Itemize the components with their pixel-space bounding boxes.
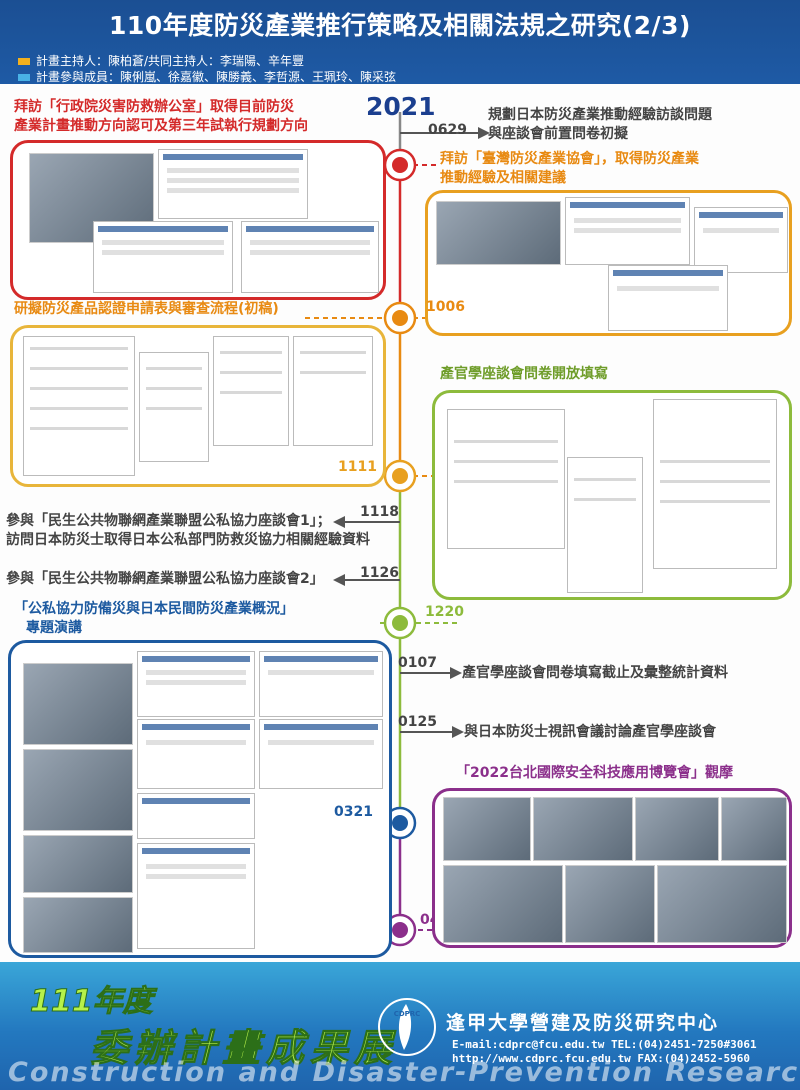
exhibit-year: 111年度: [30, 984, 154, 1020]
slide-association-2: [694, 207, 788, 273]
logo-text: CDPRC: [394, 1010, 421, 1018]
event-1006-text: 研擬防災產品認證申請表與審查流程(初稿): [14, 301, 279, 317]
member-marker: [18, 74, 30, 81]
member-text: 計畫參與成員：陳俐嵐、徐嘉徽、陳勝義、李哲源、王珮玲、陳采弦: [36, 70, 397, 84]
date-1006: 1006: [426, 299, 465, 315]
slide-report-3: [241, 221, 379, 293]
frame-0802-left: [10, 140, 386, 300]
expo-photo-3: [635, 797, 719, 861]
date-0125: 0125: [398, 714, 437, 730]
lecture-photo-1: [23, 663, 133, 745]
expo-photo-1: [443, 797, 531, 861]
event-1126-text: 參與「民生公共物聯網產業聯盟公私協力座談會2」: [6, 571, 324, 587]
date-1111: 1111: [338, 459, 377, 475]
lecture-photo-4: [23, 897, 133, 953]
questionnaire-page-3: [653, 399, 777, 569]
expo-photo-7: [657, 865, 787, 943]
frame-1111: [432, 390, 792, 600]
event-0125-text: 與日本防災士視訊會議討論產官學座談會: [464, 724, 716, 740]
lecture-slide-5: [137, 793, 255, 839]
review-doc: [213, 336, 289, 446]
slide-association-3: [608, 265, 728, 331]
lecture-photo-2: [23, 749, 133, 831]
date-1220: 1220: [425, 604, 464, 620]
footer: 111年度 委辦計畫成果展 CDPRC 逢甲大學營建及防災研究中心 E-mail…: [0, 962, 800, 1090]
association-photo: [436, 201, 561, 265]
questionnaire-page-1: [447, 409, 565, 549]
event-0802-left-text: 拜訪「行政院災害防救辦公室」取得目前防災 產業計畫推動方向認可及第三年試執行規劃…: [14, 99, 308, 134]
date-0321: 0321: [334, 804, 373, 820]
event-1220-text: 「公私協力防備災與日本民間防災產業概況」 專題演講: [14, 601, 294, 636]
lecture-slide-2: [259, 651, 383, 717]
center-name: 逢甲大學營建及防災研究中心: [446, 1012, 720, 1034]
header: 110年度防災產業推行策略及相關法規之研究(2/3) 計畫主持人：陳柏蒼/共同主…: [0, 0, 800, 84]
contact-email: E-mail:cdprc@fcu.edu.tw TEL:(04)2451-725…: [452, 1038, 757, 1051]
timeline-year: 2021: [366, 92, 436, 121]
date-0107: 0107: [398, 655, 437, 671]
lecture-slide-6: [137, 843, 255, 949]
leader-line: 計畫主持人：陳柏蒼/共同主持人：李瑞陽、辛年豐: [18, 52, 304, 69]
application-form-doc: [23, 336, 135, 476]
flowchart-doc: [293, 336, 373, 446]
cdprc-logo-icon: CDPRC: [378, 998, 436, 1056]
slide-report-2: [93, 221, 233, 293]
expo-photo-5: [443, 865, 563, 943]
frame-1006: [10, 325, 386, 487]
slide-report-1: [158, 149, 308, 219]
event-1111-text: 產官學座談會問卷開放填寫: [440, 366, 608, 382]
leader-text: 計畫主持人：陳柏蒼/共同主持人：李瑞陽、辛年豐: [36, 54, 305, 68]
event-0427-text: 「2022台北國際安全科技應用博覽會」觀摩: [456, 765, 733, 781]
frame-lecture: [8, 640, 392, 958]
frame-0427: [432, 788, 792, 948]
expo-photo-4: [721, 797, 787, 861]
lecture-slide-1: [137, 651, 255, 717]
slide-association-1: [565, 197, 690, 265]
event-0629-text: 規劃日本防災產業推動經驗訪談問題 與座談會前置問卷初擬: [488, 107, 712, 142]
lecture-slide-3: [137, 719, 255, 789]
contact-web: http://www.cdprc.fcu.edu.tw FAX:(04)2452…: [452, 1052, 751, 1065]
questionnaire-page-2: [567, 457, 643, 593]
leader-marker: [18, 58, 30, 65]
member-line: 計畫參與成員：陳俐嵐、徐嘉徽、陳勝義、李哲源、王珮玲、陳采弦: [18, 68, 396, 85]
form-doc-2: [139, 352, 209, 462]
expo-photo-2: [533, 797, 633, 861]
exhibit-name: 委辦計畫成果展: [89, 1026, 399, 1071]
footer-english-name: Construction and Disaster-Prevention Res…: [8, 1057, 800, 1088]
date-0629: 0629: [428, 122, 467, 138]
date-1118: 1118: [360, 504, 399, 520]
lecture-slide-4: [259, 719, 383, 789]
date-1126: 1126: [360, 565, 399, 581]
expo-photo-6: [565, 865, 655, 943]
event-0802-right-text: 拜訪「臺灣防災產業協會」，取得防災產業 推動經驗及相關建議: [440, 151, 699, 186]
frame-0802-right: [425, 190, 792, 336]
event-1118-text: 參與「民生公共物聯網產業聯盟公私協力座談會1」； 訪問日本防災士取得日本公私部門…: [6, 513, 370, 548]
lecture-photo-3: [23, 835, 133, 893]
event-0107-text: 產官學座談會問卷填寫截止及彙整統計資料: [462, 665, 728, 681]
project-title: 110年度防災產業推行策略及相關法規之研究(2/3): [109, 11, 691, 40]
